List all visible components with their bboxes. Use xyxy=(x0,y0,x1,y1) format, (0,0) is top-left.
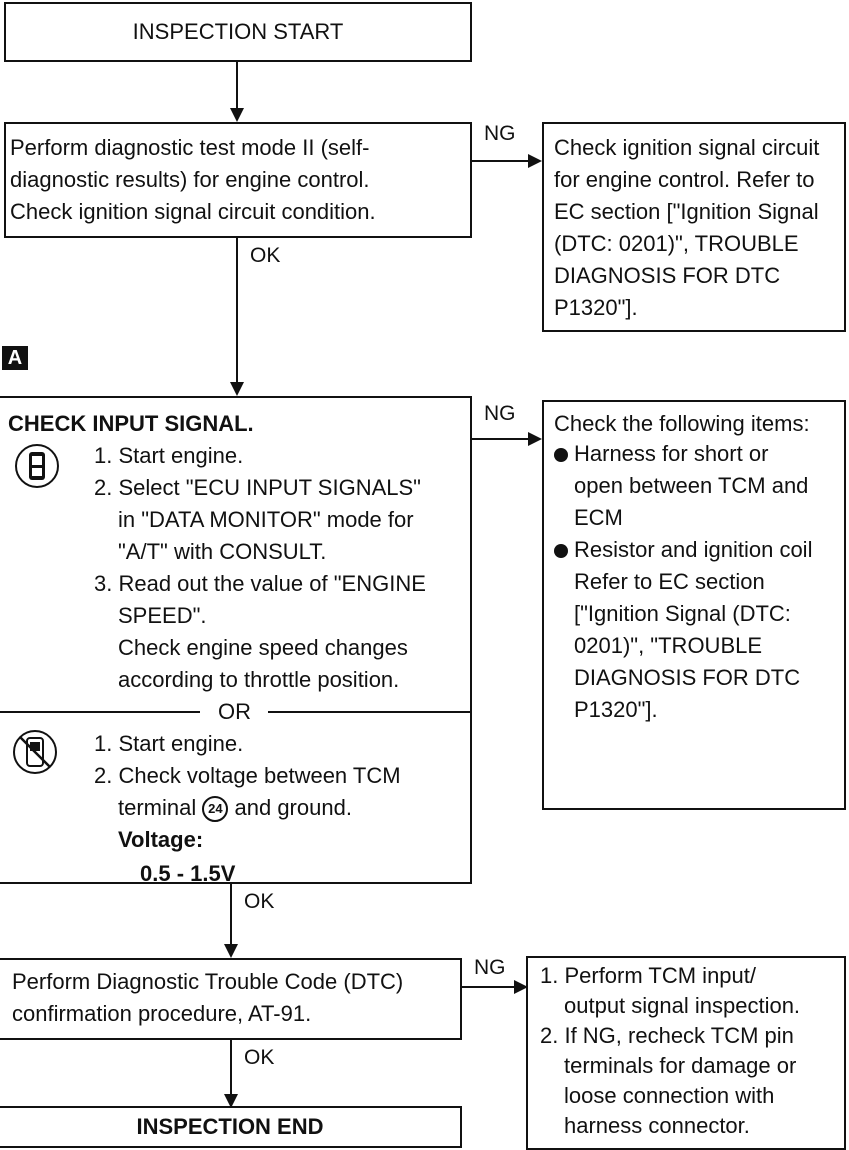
step1-ng-line-4: (DTC: 0201)", TROUBLE xyxy=(554,231,799,256)
step2-ng-item2-line2: Refer to EC section xyxy=(574,569,765,594)
terminal-label: terminal xyxy=(118,795,197,820)
consult-icon xyxy=(15,444,59,488)
step1-ng-line-6: P1320"]. xyxy=(554,295,638,320)
step3-ng-line-1: 1. Perform TCM input/ xyxy=(540,963,756,988)
connector-step3-end xyxy=(230,1040,232,1096)
connector-step1-ng xyxy=(472,160,530,162)
step3-ng-line-3: 2. If NG, recheck TCM pin xyxy=(540,1023,794,1048)
voltage-label: Voltage: xyxy=(118,827,204,852)
marker-a: A xyxy=(2,346,28,370)
step3-ng-line-6: harness connector. xyxy=(564,1113,750,1138)
step1-ng-line-3: EC section ["Ignition Signal xyxy=(554,199,819,224)
step2-ng-item1-line2: open between TCM and xyxy=(574,473,809,498)
arrow-step1-step2 xyxy=(230,382,244,396)
step3-ng-line-2: output signal inspection. xyxy=(564,993,801,1018)
step2-ng-item2-line6: P1320"]. xyxy=(574,697,658,722)
connector-step3-ng xyxy=(462,986,516,988)
connector-step1-step2 xyxy=(236,238,238,384)
step2-ng-box: Check the following items: Harness for s… xyxy=(542,400,846,810)
bullet-icon xyxy=(554,448,568,462)
arrow-start-step1 xyxy=(230,108,244,122)
step1-line-3: Check ignition signal circuit condition. xyxy=(10,199,376,224)
step1-line-1: Perform diagnostic test mode II (self- xyxy=(10,135,370,160)
step2-ng-item2-line3: ["Ignition Signal (DTC: xyxy=(574,601,791,626)
terminal-suffix: and ground. xyxy=(234,795,352,820)
step3-ng-line-4: terminals for damage or xyxy=(564,1053,797,1078)
step3-ng-label: NG xyxy=(474,956,506,979)
inspection-start-box: INSPECTION START xyxy=(4,2,472,62)
step1-line-2: diagnostic results) for engine control. xyxy=(10,167,370,192)
step2-title: CHECK INPUT SIGNAL. xyxy=(8,411,254,436)
arrow-step1-ng xyxy=(528,154,542,168)
inspection-end-label: INSPECTION END xyxy=(136,1114,324,1139)
arrow-step2-ng xyxy=(528,432,542,446)
or-label: OR xyxy=(218,699,251,724)
step1-box: Perform diagnostic test mode II (self- d… xyxy=(4,122,472,238)
voltage-value: 0.5 - 1.5V xyxy=(140,861,236,886)
consult-step-1: 1. Start engine. xyxy=(94,443,244,468)
step2-ng-item1-line1: Harness for short or xyxy=(574,441,769,466)
inspection-start-label: INSPECTION START xyxy=(132,19,344,44)
arrow-step3-ng xyxy=(514,980,528,994)
step3-line-1: Perform Diagnostic Trouble Code (DTC) xyxy=(12,969,404,994)
step2-box: CHECK INPUT SIGNAL. 1. Start engine. 2. … xyxy=(0,396,472,886)
step2-ng-item2-line5: DIAGNOSIS FOR DTC xyxy=(574,665,801,690)
bullet-icon xyxy=(554,544,568,558)
step3-ok-label: OK xyxy=(244,1046,275,1069)
inspection-end-box: INSPECTION END xyxy=(0,1106,462,1148)
step1-ng-line-1: Check ignition signal circuit xyxy=(554,135,820,160)
consult-step-3: 3. Read out the value of "ENGINE xyxy=(94,571,426,596)
connector-step2-step3 xyxy=(230,884,232,946)
manual-step-1: 1. Start engine. xyxy=(94,731,244,756)
step1-ng-line-5: DIAGNOSIS FOR DTC xyxy=(554,263,781,288)
step2-ng-item2-line4: 0201)", "TROUBLE xyxy=(574,633,763,658)
manual-step-2b: terminal 24 and ground. xyxy=(118,792,352,824)
step2-ng-label: NG xyxy=(484,402,516,425)
arrow-step3-end xyxy=(224,1094,238,1108)
step3-box: Perform Diagnostic Trouble Code (DTC) co… xyxy=(0,958,462,1040)
no-consult-icon xyxy=(13,730,57,774)
step2-ng-title: Check the following items: xyxy=(554,411,810,436)
consult-step-3d: according to throttle position. xyxy=(118,667,400,692)
step2-ng-item2-line1: Resistor and ignition coil xyxy=(574,537,813,562)
or-divider-right xyxy=(268,711,470,713)
terminal-24-badge: 24 xyxy=(202,796,229,823)
step1-ng-box: Check ignition signal circuit for engine… xyxy=(542,122,846,332)
or-divider-left xyxy=(0,711,200,713)
connector-step2-ng xyxy=(472,438,530,440)
step1-ok-label: OK xyxy=(250,244,281,267)
arrow-step2-step3 xyxy=(224,944,238,958)
step3-line-2: confirmation procedure, AT-91. xyxy=(12,1001,312,1026)
manual-step-2: 2. Check voltage between TCM xyxy=(94,763,401,788)
consult-step-2: 2. Select "ECU INPUT SIGNALS" xyxy=(94,475,421,500)
step2-ng-item1-line3: ECM xyxy=(574,505,623,530)
step3-ng-line-5: loose connection with xyxy=(564,1083,775,1108)
consult-step-2c: "A/T" with CONSULT. xyxy=(118,539,327,564)
consult-step-3b: SPEED". xyxy=(118,603,207,628)
step3-ng-box: 1. Perform TCM input/ output signal insp… xyxy=(526,956,846,1150)
step2-ok-label: OK xyxy=(244,890,275,913)
consult-step-2b: in "DATA MONITOR" mode for xyxy=(118,507,414,532)
step1-ng-line-2: for engine control. Refer to xyxy=(554,167,815,192)
step1-ng-label: NG xyxy=(484,122,516,145)
connector-start-step1 xyxy=(236,62,238,110)
consult-step-3c: Check engine speed changes xyxy=(118,635,408,660)
